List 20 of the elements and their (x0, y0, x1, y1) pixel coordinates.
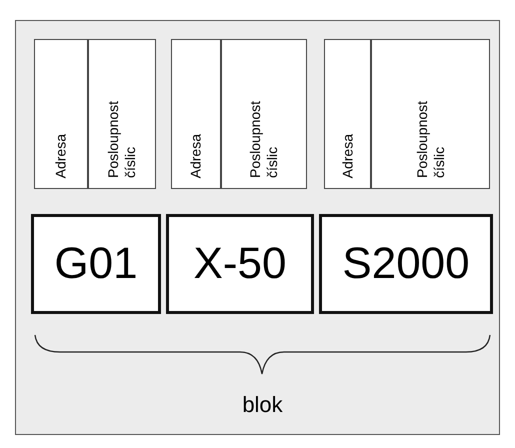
field-header-box (88, 39, 156, 189)
field-header-box (221, 39, 307, 189)
code-word-box (31, 214, 161, 314)
vertical-label: Posloupnost číslic (105, 100, 139, 178)
panel-background (15, 20, 500, 435)
field-header-box (171, 39, 221, 189)
field-header-box (371, 39, 490, 189)
vertical-label: Adresa (52, 134, 70, 178)
code-word: G01 (54, 239, 138, 289)
code-word-box (166, 214, 314, 314)
vertical-label: Posloupnost číslic (247, 100, 281, 178)
code-word: S2000 (342, 239, 470, 289)
brace-label: blok (242, 392, 283, 417)
code-word-box (319, 214, 493, 314)
vertical-label: Adresa (188, 134, 204, 178)
vertical-label: Posloupnost číslic (414, 100, 448, 178)
code-word: X-50 (194, 239, 286, 289)
field-header-box (324, 39, 371, 189)
vertical-label: Adresa (339, 134, 356, 178)
field-header-box (34, 39, 88, 189)
